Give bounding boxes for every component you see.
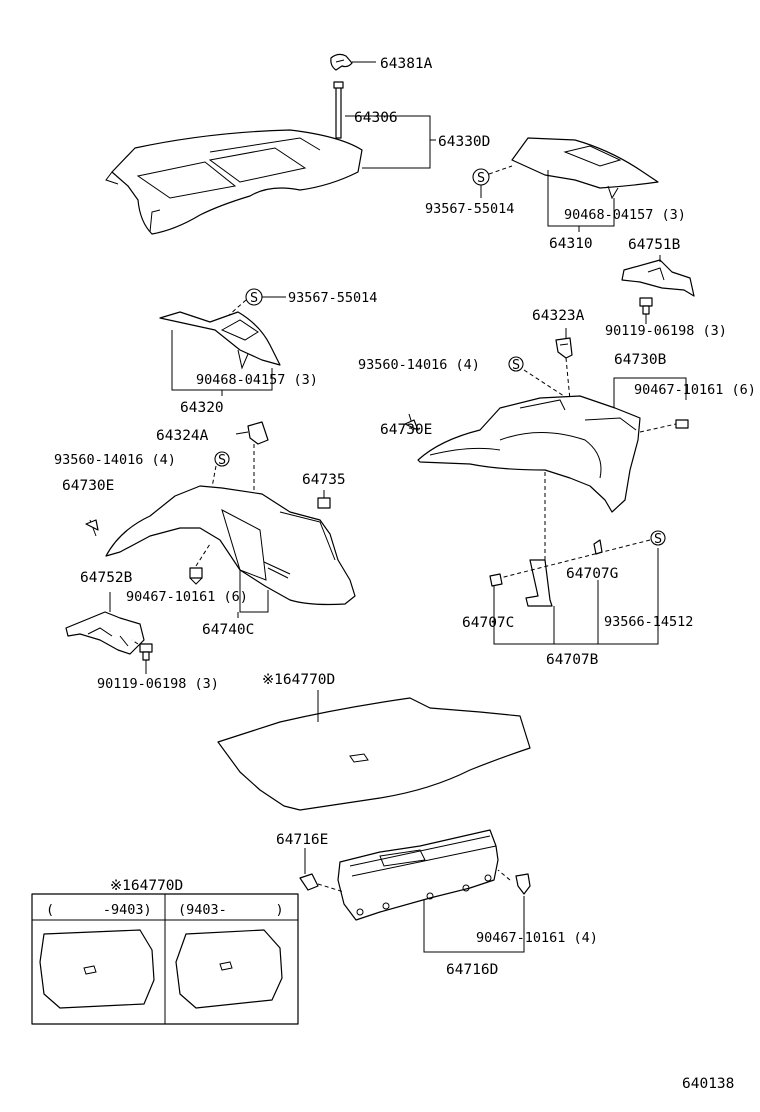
trim-panel-64310 (511, 137, 659, 200)
inset-col-early: ( -9403) (46, 902, 152, 918)
screw-90467-a (675, 419, 689, 429)
label-90119-06198-b: 90119-06198 (3) (97, 676, 219, 692)
clip-64324A (247, 421, 269, 445)
label-64730E-a: 64730E (380, 422, 432, 438)
inset-col-late: (9403- ) (178, 902, 284, 918)
clip-64381A (330, 53, 353, 71)
label-93560-14016-b: 93560-14016 (4) (54, 452, 176, 468)
label-90468-04157-a: 90468-04157 (3) (564, 207, 686, 223)
screw-90119-a (639, 297, 653, 315)
label-64716D: 64716D (446, 962, 498, 978)
trim-panel-64320 (159, 311, 281, 370)
clip-90467-c (515, 873, 531, 895)
diagram-number: 640138 (682, 1076, 734, 1092)
quarter-trim-64730B (417, 395, 641, 513)
label-164770D-inset: ※164770D (110, 878, 183, 894)
scuff-plate-64716D (337, 829, 499, 921)
clip-64735 (317, 497, 331, 509)
label-64707G: 64707G (566, 566, 618, 582)
s-symbol: S (512, 357, 520, 373)
label-93566-14512: 93566-14512 (604, 614, 693, 630)
label-93560-14016-a: 93560-14016 (4) (358, 357, 480, 373)
label-90119-06198-a: 90119-06198 (3) (605, 323, 727, 339)
label-64730E-b: 64730E (62, 478, 114, 494)
bracket-64751B (621, 259, 695, 297)
screw-90119-b (139, 643, 153, 661)
label-90467-10161-a: 90467-10161 (6) (634, 382, 756, 398)
label-64730B: 64730B (614, 352, 667, 368)
rod-64306 (333, 81, 344, 139)
label-64707C: 64707C (462, 615, 514, 631)
label-64324A: 64324A (156, 428, 209, 444)
floor-mat-164770D (217, 697, 531, 811)
label-93567-55014-b: 93567-55014 (288, 290, 377, 306)
label-93567-55014-a: 93567-55014 (425, 201, 514, 217)
label-164770D-main: ※164770D (262, 672, 335, 688)
label-64320: 64320 (180, 400, 224, 416)
clip-64716E (299, 873, 319, 891)
bracket-64752B (65, 611, 145, 655)
label-64310: 64310 (549, 236, 593, 252)
label-64707B: 64707B (546, 652, 599, 668)
label-64306: 64306 (354, 110, 398, 126)
label-90467-10161-c: 90467-10161 (4) (476, 930, 598, 946)
label-90467-10161-b: 90467-10161 (6) (126, 589, 248, 605)
s-symbol: S (250, 290, 258, 306)
label-64381A: 64381A (380, 56, 433, 72)
label-64751B: 64751B (628, 237, 681, 253)
label-64752B: 64752B (80, 570, 133, 586)
label-64740C: 64740C (202, 622, 254, 638)
nut-90467-b (189, 567, 203, 585)
s-symbol: S (477, 170, 485, 186)
s-symbol: S (654, 531, 662, 547)
package-tray-64330D (105, 129, 363, 235)
label-64735: 64735 (302, 472, 346, 488)
label-64330D: 64330D (438, 134, 490, 150)
clip-64323A (555, 337, 573, 359)
bracket-64707B (525, 559, 553, 607)
quarter-trim-64740C (105, 485, 356, 606)
label-64323A: 64323A (532, 308, 585, 324)
label-64716E: 64716E (276, 832, 328, 848)
variant-inset-box (31, 893, 299, 1025)
nut-64707C (489, 573, 503, 587)
label-90468-04157-b: 90468-04157 (3) (196, 372, 318, 388)
s-symbol: S (218, 452, 226, 468)
